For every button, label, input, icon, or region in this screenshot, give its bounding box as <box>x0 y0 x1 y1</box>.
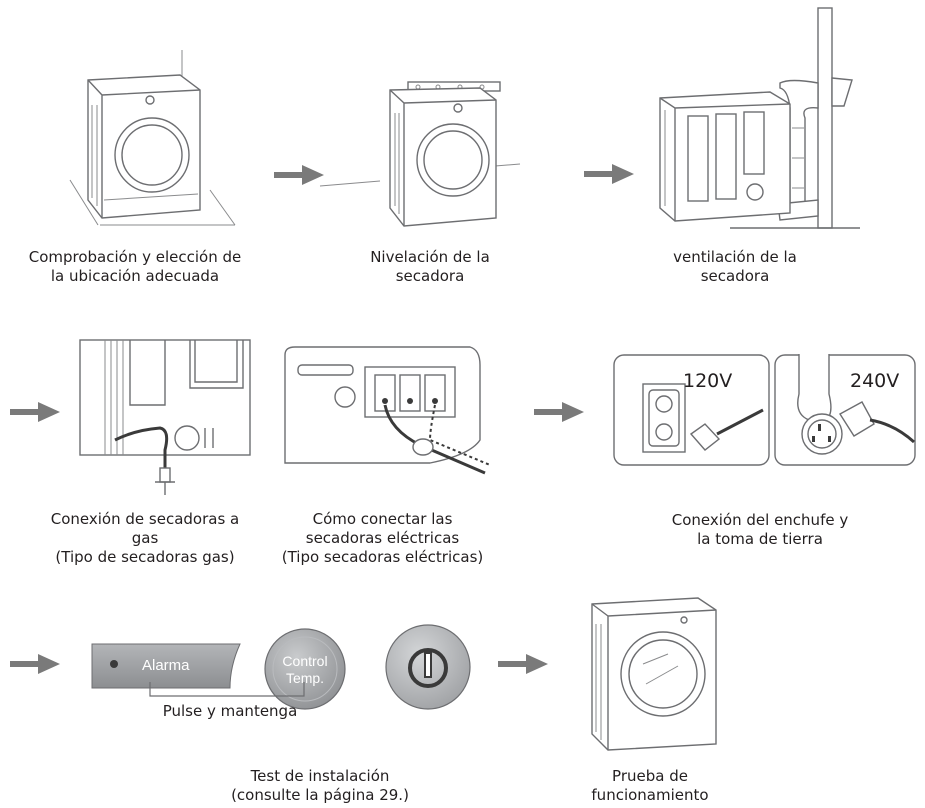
caption-line: Comprobación y elección de <box>28 248 242 266</box>
caption-line: (Tipo secadoras eléctricas) <box>281 548 484 566</box>
arrow-right-icon <box>274 165 324 185</box>
control-label-line2: Temp. <box>286 670 324 686</box>
step-caption-location: Comprobación y elección de la ubicación … <box>0 248 270 286</box>
caption-line: secadora <box>395 267 465 285</box>
dryer-icon <box>659 7 860 229</box>
caption-line: la ubicación adecuada <box>50 267 220 285</box>
caption-line: gas <box>131 529 159 547</box>
caption-line: (consulte la página 29.) <box>231 786 409 804</box>
dryer-operation-illustration <box>591 597 717 751</box>
caption-line: secadoras eléctricas <box>305 529 460 547</box>
caption-line: Nivelación de la <box>370 248 490 266</box>
plug-icon <box>801 401 916 455</box>
plug-240v-illustration: 240V <box>774 354 916 466</box>
arrow-right-icon <box>584 164 634 184</box>
step-caption-operation: Prueba de funcionamiento <box>540 767 760 805</box>
step-caption-gas: Conexión de secadoras a gas (Tipo de sec… <box>20 510 270 567</box>
power-button <box>385 624 471 710</box>
caption-line: (Tipo de secadoras gas) <box>55 548 235 566</box>
electric-connection-illustration <box>284 346 491 475</box>
arrow-right-icon <box>10 402 60 422</box>
power-icon <box>408 648 448 688</box>
voltage-label-120: 120V <box>683 370 732 392</box>
dryer-icon <box>591 597 717 751</box>
step-caption-leveling: Nivelación de la secadora <box>335 248 525 286</box>
voltage-label-240: 240V <box>850 370 899 392</box>
control-temp-button: Control Temp. <box>264 628 346 710</box>
caption-line: Prueba de <box>612 767 688 785</box>
arrow-right-icon <box>10 654 60 674</box>
dryer-leveling-illustration <box>319 81 521 227</box>
step-caption-electric: Cómo conectar las secadoras eléctricas (… <box>255 510 510 567</box>
gas-connection-illustration <box>79 339 251 495</box>
control-label-line1: Control <box>282 653 327 669</box>
arrow-right-icon <box>498 654 548 674</box>
alarm-label: Alarma <box>142 657 190 674</box>
arrow-right-icon <box>534 402 584 422</box>
caption-line: la toma de tierra <box>697 530 823 548</box>
dryer-icon <box>69 50 236 226</box>
dryer-corner-illustration <box>69 50 236 226</box>
caption-line: Conexión de secadoras a <box>50 510 240 528</box>
press-hold-label: Pulse y mantenga <box>162 702 298 720</box>
dryer-icon <box>319 81 521 227</box>
press-hold-bracket <box>149 682 305 697</box>
step-caption-plug: Conexión del enchufe y la toma de tierra <box>630 511 890 549</box>
alarm-button: Alarma <box>91 643 241 689</box>
outlet-icon <box>642 383 686 453</box>
caption-line: ventilación de la <box>673 248 797 266</box>
dryer-venting-illustration <box>659 7 860 229</box>
caption-line: secadora <box>700 267 770 285</box>
step-caption-venting: ventilación de la secadora <box>640 248 830 286</box>
step-caption-test: Test de instalación (consulte la página … <box>190 767 450 805</box>
caption-line: Cómo conectar las <box>312 510 453 528</box>
plug-120v-illustration: 120V <box>613 354 770 466</box>
caption-line: Conexión del enchufe y <box>671 511 849 529</box>
caption-line: funcionamiento <box>591 786 709 804</box>
plug-icon <box>689 408 764 451</box>
caption-line: Test de instalación <box>250 767 390 785</box>
